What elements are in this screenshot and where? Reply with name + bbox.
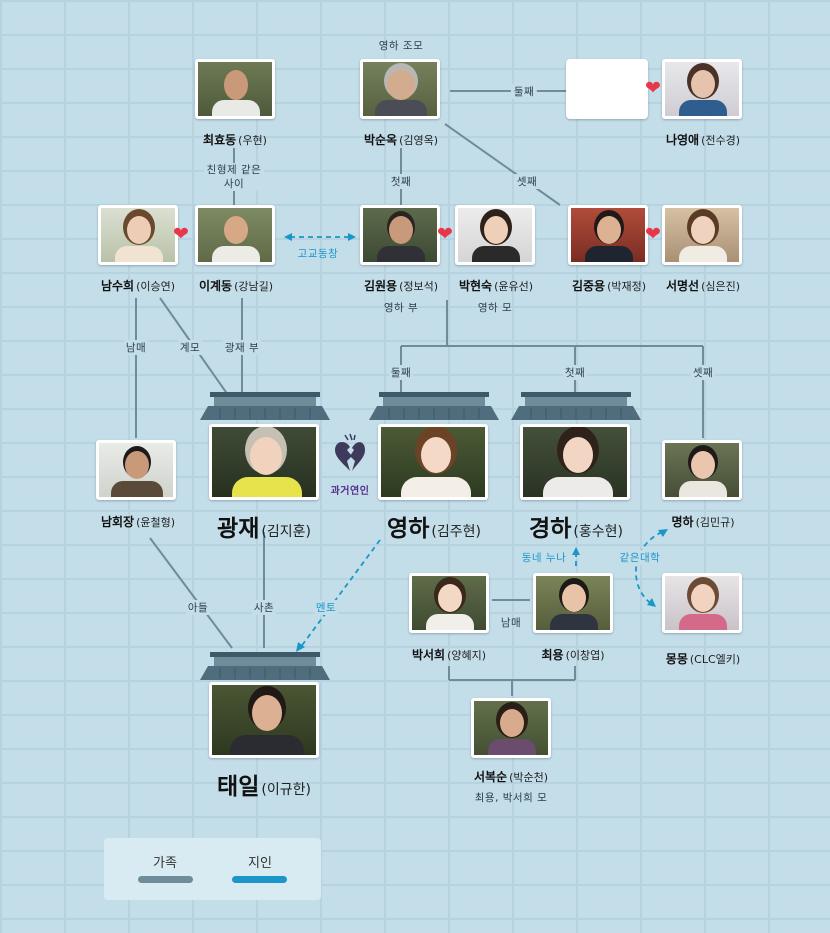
label-neighbor-noona: 동네 누나 xyxy=(521,552,567,564)
roof-youngha xyxy=(369,392,499,420)
name-kyungha: 경하(홍수현) xyxy=(529,516,623,542)
photo-taeil xyxy=(209,682,319,758)
line-same-college xyxy=(635,531,663,605)
heart-icon: ❤ xyxy=(645,223,661,245)
legend-acquaintance-swatch xyxy=(232,876,287,883)
name-park-sunok: 박순옥(김영옥) xyxy=(363,133,439,147)
label-same-college: 같은대학 xyxy=(617,550,663,565)
legend-family-label: 가족 xyxy=(153,856,177,871)
photo-kim-wonyong xyxy=(360,205,440,265)
heart-icon: ❤ xyxy=(437,223,453,245)
line-hoejang-taeil xyxy=(149,537,233,649)
label-boss: 사촌 xyxy=(251,600,277,615)
note-kim-wonyong: 영하 부 xyxy=(383,302,419,314)
name-park-seohee: 박서희(양혜지) xyxy=(411,648,487,662)
label-second-b: 둘째 xyxy=(388,365,414,380)
name-nam-hoejang: 남회장(윤철형) xyxy=(100,515,176,529)
name-lee-gyedong: 이계동(강남길) xyxy=(198,279,274,293)
photo-lee-gyedong xyxy=(195,205,275,265)
photo-gwangjae xyxy=(209,424,319,500)
photo-nam-suhee xyxy=(98,205,178,265)
note-park-hyunsuk: 영하 모 xyxy=(477,302,513,314)
name-taeil: 태일(이규한) xyxy=(217,774,311,800)
label-third-b: 셋째 xyxy=(690,365,716,380)
heart-icon: ❤ xyxy=(645,77,661,99)
photo-myungha xyxy=(662,440,742,500)
photo-mongmong xyxy=(662,573,742,633)
photo-park-sunok xyxy=(360,59,440,119)
note-park-sunok: 영하 조모 xyxy=(378,40,424,52)
line-mentor xyxy=(299,539,381,649)
photo-seo-myungsun xyxy=(662,205,742,265)
label-stepmother: 계모 xyxy=(177,340,203,355)
name-myungha: 명하(김민규) xyxy=(671,515,735,529)
name-na-youngae: 나영애(전수경) xyxy=(665,133,741,147)
label-first-a: 첫째 xyxy=(388,174,414,189)
label-siblings-b: 남매 xyxy=(500,617,522,629)
label-mentor: 멘토 xyxy=(313,600,339,615)
photo-seo-boksun xyxy=(471,698,551,758)
label-brothers: 친형제 같은 사이 xyxy=(204,163,264,191)
name-seo-myungsun: 서명선(심은진) xyxy=(665,279,741,293)
roof-taeil xyxy=(200,652,330,680)
photo-na-youngae xyxy=(662,59,742,119)
photo-youngha xyxy=(378,424,488,500)
note-seo-boksun: 최용, 박서희 모 xyxy=(474,792,548,804)
name-choi-yong: 최용(이창엽) xyxy=(541,648,605,662)
name-seo-boksun: 서복순(박순천) xyxy=(473,770,549,784)
photo-park-seohee xyxy=(409,573,489,633)
name-mongmong: 몽몽(CLC엘키) xyxy=(665,652,741,666)
roof-kyungha xyxy=(511,392,641,420)
line-sunok-third xyxy=(444,123,561,206)
photo-kim-jungyong xyxy=(568,205,648,265)
name-gwangjae: 광재(김지훈) xyxy=(217,516,311,542)
label-siblings-a: 남매 xyxy=(123,340,149,355)
name-youngha: 영하(김주현) xyxy=(387,516,481,542)
label-highschool: 고교동창 xyxy=(297,248,339,260)
broken-heart-icon xyxy=(335,433,365,471)
photo-kyungha xyxy=(520,424,630,500)
heart-icon: ❤ xyxy=(173,223,189,245)
photo-choi-yong xyxy=(533,573,613,633)
name-kim-jungyong: 김중용(박재정) xyxy=(571,279,647,293)
label-second-a: 둘째 xyxy=(510,84,538,99)
photo-empty xyxy=(566,59,648,119)
photo-choi-hyodong xyxy=(195,59,275,119)
legend-acquaintance-label: 지인 xyxy=(248,856,272,871)
legend-family-swatch xyxy=(138,876,193,883)
name-kim-wonyong: 김원용(정보석) xyxy=(363,279,439,293)
label-third-a: 셋째 xyxy=(514,174,540,189)
label-father-of-gwangjae: 광재 부 xyxy=(222,340,262,355)
label-ex-lover: 과거연인 xyxy=(330,486,370,497)
legend: 가족 지인 xyxy=(104,838,321,900)
name-nam-suhee: 남수희(이승연) xyxy=(100,279,176,293)
label-first-b: 첫째 xyxy=(562,365,588,380)
name-choi-hyodong: 최효동(우현) xyxy=(203,133,267,147)
roof-gwangjae xyxy=(200,392,330,420)
photo-nam-hoejang xyxy=(96,440,176,500)
label-son: 아들 xyxy=(185,600,211,615)
photo-park-hyunsuk xyxy=(455,205,535,265)
name-park-hyunsuk: 박현숙(윤유선) xyxy=(458,279,534,293)
